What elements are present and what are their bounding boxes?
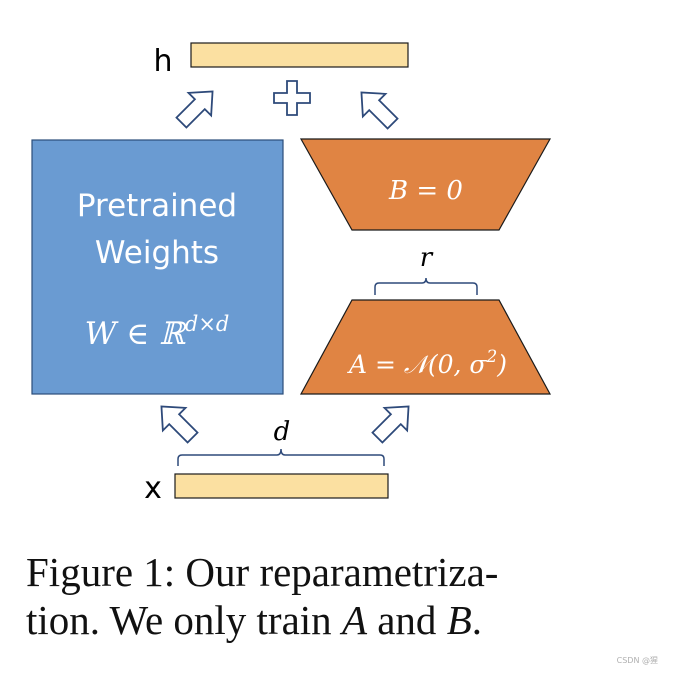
arrow-pretrained-to-h: [175, 90, 214, 129]
input-label: x: [144, 471, 162, 506]
arrow-x-to-pretrained: [160, 405, 199, 444]
figure-caption: Figure 1: Our reparametriza- tion. We on…: [26, 548, 646, 644]
weights-label: Weights: [95, 235, 219, 271]
input-vector-x: [174, 473, 389, 499]
matrix-b-block: [299, 138, 552, 231]
arrow-x-to-a: [371, 405, 410, 444]
matrix-b-label: B = 0: [388, 176, 463, 206]
rank-brace: [374, 277, 478, 295]
pretrained-formula: W ∈ ℝd×d: [85, 312, 230, 352]
rank-label: r: [420, 243, 434, 273]
dim-label: d: [274, 417, 291, 447]
caption-line-2: tion. We only train A and B.: [26, 597, 482, 643]
arrow-b-to-h: [360, 91, 399, 130]
matrix-a-label: A = 𝒩(0, σ2): [347, 347, 507, 379]
dim-brace: [177, 448, 385, 466]
plus-icon: [273, 80, 311, 116]
pretrained-label: Pretrained: [77, 188, 237, 224]
output-label: h: [153, 44, 172, 79]
watermark: CSDN @猩: [616, 656, 658, 665]
caption-line-1: Figure 1: Our reparametriza-: [26, 549, 499, 595]
pretrained-weights-block: [31, 139, 284, 395]
matrix-a-block: [299, 299, 552, 395]
output-vector-h: [190, 42, 409, 68]
